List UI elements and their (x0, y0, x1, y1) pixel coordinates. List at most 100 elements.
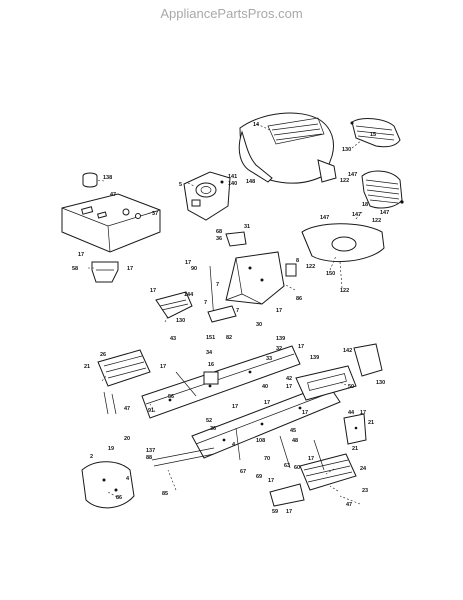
callout-16: 16 (208, 362, 214, 368)
callout-150: 150 (326, 271, 335, 277)
callout-69: 69 (256, 474, 262, 480)
callout-17: 17 (78, 252, 84, 258)
axle-plate-part (295, 365, 357, 401)
bracket-58-part (91, 261, 119, 283)
callout-90: 90 (191, 266, 197, 272)
callout-33: 33 (266, 356, 272, 362)
callout-17: 17 (286, 509, 292, 515)
callout-17: 17 (308, 456, 314, 462)
callout-59: 59 (272, 509, 278, 515)
callout-148: 148 (246, 179, 255, 185)
callout-7: 7 (216, 282, 219, 288)
lever-144-part (155, 291, 193, 319)
callout-labels: 14 148 130 15 138 47 37 5 141 140 122 14… (72, 122, 389, 515)
callout-43: 43 (170, 336, 176, 342)
callout-40: 40 (262, 384, 268, 390)
callout-36: 36 (210, 426, 216, 432)
callout-21: 21 (84, 364, 90, 370)
callout-139: 139 (276, 336, 285, 342)
console-part (183, 171, 231, 221)
callout-130: 130 (342, 147, 351, 153)
rod-85-part (151, 447, 215, 467)
bracket-142-part (353, 343, 383, 377)
hardware-group (103, 371, 325, 471)
callout-86: 86 (116, 495, 122, 501)
callout-17: 17 (150, 288, 156, 294)
callout-141: 141 (228, 174, 237, 180)
callout-8: 8 (296, 258, 299, 264)
callout-151: 151 (206, 335, 215, 341)
callout-47: 47 (124, 406, 130, 412)
callout-17: 17 (286, 384, 292, 390)
callout-2: 2 (90, 454, 93, 460)
callout-30: 30 (256, 322, 262, 328)
callout-67: 67 (240, 469, 246, 475)
callout-68: 68 (216, 229, 222, 235)
callout-85: 85 (162, 491, 168, 497)
callout-21: 21 (352, 446, 358, 452)
callout-130: 130 (176, 318, 185, 324)
callout-91: 91 (148, 408, 154, 414)
callout-88: 88 (146, 455, 152, 461)
callout-147: 147 (380, 210, 389, 216)
callout-56: 56 (168, 394, 174, 400)
callout-47: 47 (346, 502, 352, 508)
side-grille-part (361, 170, 404, 209)
callout-45: 45 (290, 428, 296, 434)
callout-147: 147 (348, 172, 357, 178)
callout-122: 122 (340, 178, 349, 184)
callout-137: 137 (146, 448, 155, 454)
callout-14: 14 (253, 122, 260, 128)
callout-52: 52 (206, 418, 212, 424)
hood-part (238, 112, 337, 184)
callout-58: 58 (72, 266, 78, 272)
bracket-31-part (225, 231, 247, 247)
footrest-right-part (299, 453, 357, 491)
callout-48: 48 (292, 438, 298, 444)
callout-147: 147 (320, 215, 329, 221)
callout-108: 108 (256, 438, 265, 444)
callout-130: 130 (376, 380, 385, 386)
callout-32: 32 (276, 346, 282, 352)
callout-19: 19 (108, 446, 114, 452)
frame-rail-left-part (141, 345, 301, 419)
callout-47: 47 (110, 192, 116, 198)
callout-122: 122 (372, 218, 381, 224)
callout-17: 17 (298, 344, 304, 350)
rod-part (207, 265, 237, 323)
callout-44: 44 (348, 410, 355, 416)
callout-15: 15 (370, 132, 376, 138)
bumper-part (81, 461, 135, 509)
callout-70: 70 (264, 456, 270, 462)
callout-144: 144 (184, 292, 194, 298)
bracket-16-part (203, 371, 219, 385)
callout-138: 138 (103, 175, 112, 181)
callout-142: 142 (343, 348, 352, 354)
callout-122: 122 (340, 288, 349, 294)
pedal-part (269, 483, 305, 507)
dash-panel-part (61, 193, 161, 253)
callout-17: 17 (185, 260, 191, 266)
callout-63: 63 (284, 463, 290, 469)
callout-23: 23 (362, 488, 368, 494)
callout-50: 50 (348, 384, 354, 390)
callout-17: 17 (232, 404, 238, 410)
callout-18: 18 (362, 202, 368, 208)
callout-86: 86 (296, 296, 302, 302)
callout-31: 31 (244, 224, 250, 230)
bracket-44-part (343, 413, 367, 445)
callout-17: 17 (160, 364, 166, 370)
callout-139: 139 (310, 355, 319, 361)
support-bracket-part (225, 251, 297, 305)
callout-17: 17 (302, 410, 308, 416)
grille-part (350, 118, 401, 148)
callout-4: 4 (126, 476, 130, 482)
watermark: AppliancePartsPros.com (160, 6, 303, 21)
fuel-cap-part (82, 172, 98, 188)
callout-42: 42 (286, 376, 292, 382)
callout-17: 17 (276, 308, 282, 314)
fuel-tank-part (301, 223, 385, 262)
callout-82: 82 (226, 335, 232, 341)
callout-36: 36 (216, 236, 222, 242)
